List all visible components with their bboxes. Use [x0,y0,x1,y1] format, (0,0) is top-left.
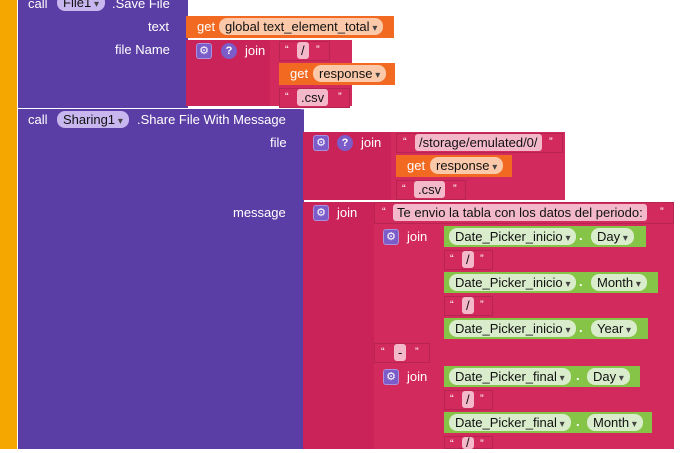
help-icon[interactable]: ? [337,135,353,151]
call-label: call [28,112,48,127]
component-dropdown[interactable]: Date_Picker_final [449,414,571,431]
quote-icon: “ [450,253,454,265]
property-dropdown[interactable]: Day [587,368,630,385]
text-value[interactable]: / [297,42,309,59]
component-dropdown-sharing1[interactable]: Sharing1 [57,111,129,128]
text-value[interactable]: / [462,297,474,314]
gear-icon[interactable]: ⚙ [383,229,399,245]
quote-icon: ” [480,438,484,450]
quote-icon: ” [453,183,457,195]
quote-icon: “ [402,183,406,195]
quote-icon: “ [450,438,454,450]
join-label: join [337,205,358,220]
method-label: .Save File [112,0,170,11]
quote-icon: “ [381,346,385,358]
quote-icon: ” [338,91,342,103]
quote-icon: ” [415,346,419,358]
join-label: join [407,229,428,244]
join-block-inicio[interactable] [374,226,436,340]
gear-icon[interactable]: ⚙ [313,135,329,151]
variable-dropdown[interactable]: global text_element_total [219,18,384,35]
property-dropdown[interactable]: Year [591,320,638,337]
quote-icon: “ [285,91,289,103]
gear-icon[interactable]: ⚙ [313,205,329,221]
quote-icon: “ [450,299,454,311]
property-separator: . [579,274,583,289]
component-dropdown[interactable]: Date_Picker_final [449,368,571,385]
text-value[interactable]: /storage/emulated/0/ [415,134,542,151]
join-label: join [245,43,266,58]
text-value[interactable]: .csv [414,181,446,198]
component-dropdown-file1[interactable]: File1 [57,0,105,11]
gear-icon[interactable]: ⚙ [196,43,212,59]
property-separator: . [576,414,580,429]
text-value[interactable]: Te envio la tabla con los datos del peri… [393,204,647,221]
component-dropdown[interactable]: Date_Picker_inicio [449,320,577,337]
method-label: .Share File With Message [137,112,286,127]
property-dropdown[interactable]: Month [587,414,643,431]
join-label: join [407,369,428,384]
quote-icon: ” [480,393,484,405]
share-file-block[interactable] [18,109,304,449]
quote-icon: ” [316,44,320,56]
variable-dropdown[interactable]: response [313,65,387,82]
property-separator: . [576,368,580,383]
file-param-label: file [270,135,287,150]
get-label: get [407,158,426,173]
component-dropdown[interactable]: Date_Picker_inicio [449,228,577,245]
text-value[interactable]: .csv [297,89,329,106]
gear-icon[interactable]: ⚙ [383,369,399,385]
quote-icon: “ [403,136,407,148]
quote-icon: ” [549,136,553,148]
call-label: call [28,0,48,11]
component-dropdown[interactable]: Date_Picker_inicio [449,274,577,291]
property-separator: . [579,228,583,243]
property-dropdown[interactable]: Month [591,274,647,291]
get-label: get [290,66,309,81]
filename-param-label: file Name [115,42,170,57]
property-separator: . [579,320,583,335]
file-save-block[interactable] [18,0,188,108]
get-label: get [197,19,216,34]
text-value[interactable]: / [462,251,474,268]
join-block-spine [303,202,374,449]
variable-dropdown[interactable]: response [430,157,504,174]
quote-icon: ” [660,206,664,218]
quote-icon: “ [285,44,289,56]
message-param-label: message [233,205,286,220]
text-param-label: text [148,19,169,34]
text-value[interactable]: / [462,436,474,449]
quote-icon: ” [480,253,484,265]
quote-icon: “ [450,393,454,405]
text-value[interactable]: - [394,344,407,361]
workspace-gutter [0,0,17,449]
quote-icon: ” [480,299,484,311]
help-icon[interactable]: ? [221,43,237,59]
text-value[interactable]: / [462,391,474,408]
join-label: join [361,135,382,150]
quote-icon: “ [382,206,386,218]
property-dropdown[interactable]: Day [591,228,634,245]
